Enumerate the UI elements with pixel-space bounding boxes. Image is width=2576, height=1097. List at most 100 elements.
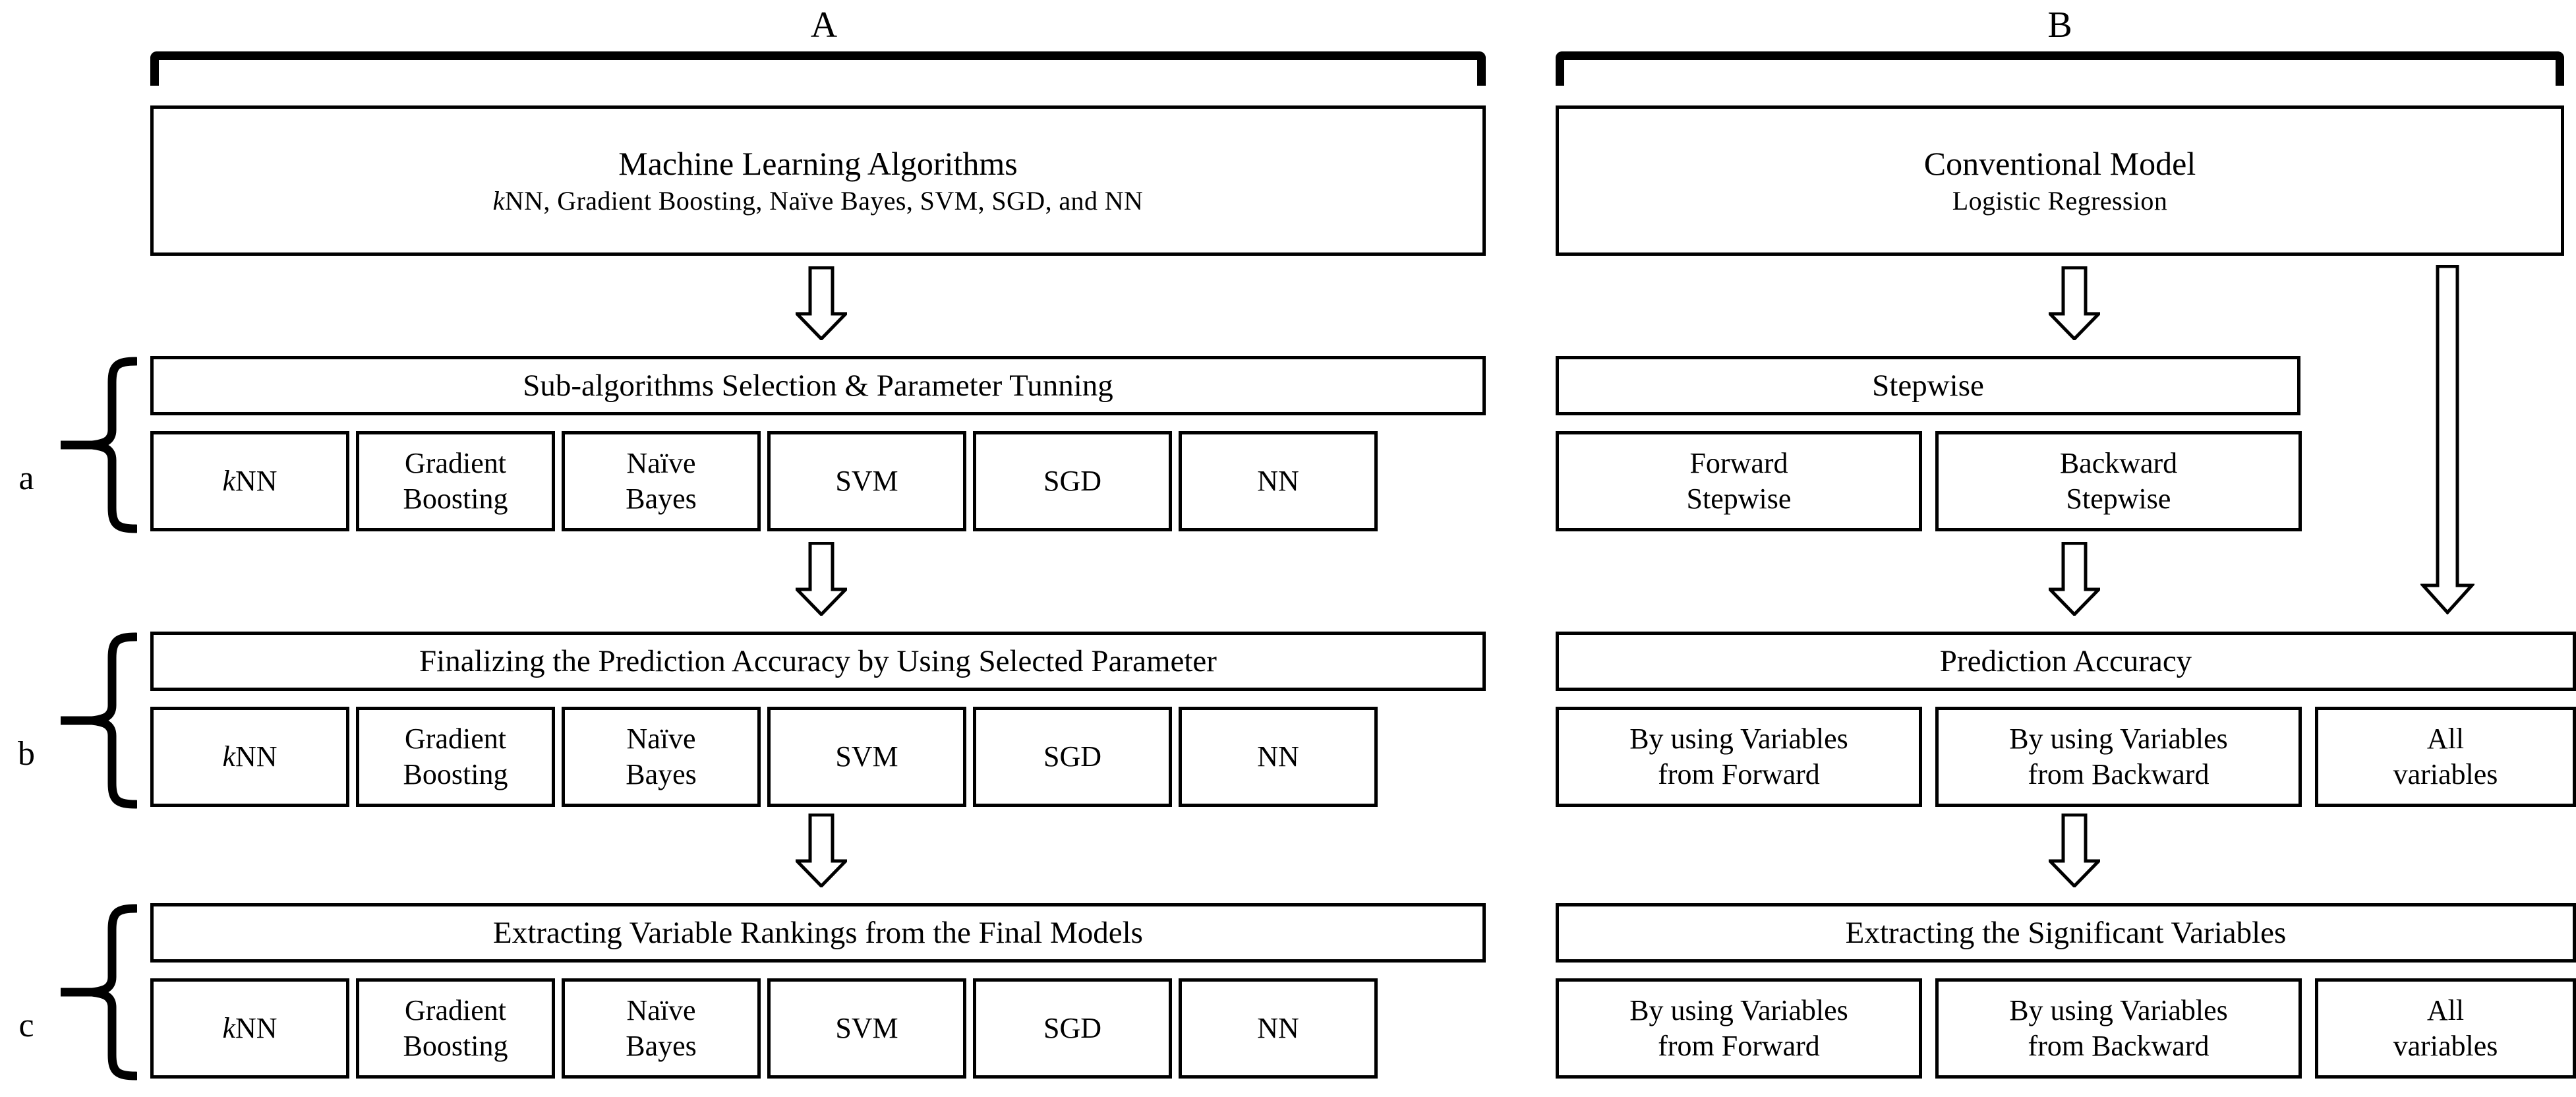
cell-label: SGD	[1043, 465, 1102, 497]
cell-line-2: from Forward	[1658, 758, 1820, 790]
cell-line-2: from Backward	[2028, 1030, 2210, 1062]
cell-label: SVM	[835, 465, 898, 497]
panel-a-stage-a-cell-svm: SVM	[767, 431, 966, 531]
panel-a-stage-b-cell-sgd: SGD	[973, 707, 1172, 807]
cell-line-1: By using Variables	[1629, 723, 1848, 755]
cell-label: SGD	[1043, 1012, 1102, 1044]
panel-a-subtitle-rest: NN, Gradient Boosting, Naïve Bayes, SVM,…	[504, 186, 1144, 216]
cell-line-1: Gradient	[405, 723, 506, 755]
panel-a-stage-c-cell-naive-bayes: Naïve Bayes	[562, 978, 761, 1079]
cell-line-1: All	[2426, 994, 2465, 1026]
arrow-a-stage-b-to-stage-c	[796, 814, 847, 887]
cell-label: SGD	[1043, 740, 1102, 773]
panel-a-stage-c-cell-nn: NN	[1179, 978, 1378, 1079]
panel-b-stage-c-cell-from-forward: By using Variables from Forward	[1556, 978, 1922, 1079]
panel-b-title: Conventional Model	[1923, 145, 2196, 182]
cell-line-2: Boosting	[403, 758, 508, 790]
panel-b-stage-c-header-text: Extracting the Significant Variables	[1845, 916, 2287, 950]
panel-b-top-box: Conventional Model Logistic Regression	[1556, 105, 2564, 256]
cell-label: kNN	[222, 1011, 277, 1046]
arrow-b-top-to-stage-a	[2049, 266, 2100, 340]
panel-b-stage-a-header-text: Stepwise	[1872, 369, 1984, 403]
cell-line-1: Gradient	[405, 447, 506, 479]
panel-b-stage-b-cell-from-backward: By using Variables from Backward	[1935, 707, 2302, 807]
arrow-b-bypass-all-variables	[2420, 265, 2474, 614]
panel-b-stage-b-header: Prediction Accuracy	[1556, 632, 2576, 691]
panel-b-stage-a-header: Stepwise	[1556, 356, 2300, 415]
cell-line-1: By using Variables	[1629, 994, 1848, 1026]
cell-line-2: Bayes	[626, 483, 697, 515]
cell-label: kNN	[222, 463, 277, 499]
panel-a-stage-b-cell-gradient-boosting: Gradient Boosting	[356, 707, 555, 807]
panel-b-stage-a-cell-forward-stepwise: Forward Stepwise	[1556, 431, 1922, 531]
panel-a-stage-b-cell-naive-bayes: Naïve Bayes	[562, 707, 761, 807]
arrow-a-stage-a-to-stage-b	[796, 542, 847, 616]
panel-a-stage-c-cell-sgd: SGD	[973, 978, 1172, 1079]
cell-line-1: By using Variables	[2009, 723, 2228, 755]
cell-label: NN	[1257, 1012, 1299, 1044]
italic-k: k	[222, 740, 235, 773]
row-label-b: b	[18, 735, 35, 773]
group-bracket-a	[150, 51, 1486, 86]
cell-label: kNN	[222, 739, 277, 775]
cell-line-2: Stepwise	[2066, 483, 2171, 515]
panel-a-stage-b-header-text: Finalizing the Prediction Accuracy by Us…	[419, 644, 1217, 678]
panel-b-stage-b-cell-from-forward: By using Variables from Forward	[1556, 707, 1922, 807]
cell-line-1: Naïve	[626, 447, 696, 479]
cell-line-1: All	[2426, 723, 2465, 755]
cell-rest: NN	[235, 740, 278, 773]
cell-label: SVM	[835, 740, 898, 773]
row-label-c: c	[18, 1007, 34, 1044]
cell-line-2: Bayes	[626, 1030, 697, 1062]
panel-a-stage-a-cell-gradient-boosting: Gradient Boosting	[356, 431, 555, 531]
panel-a-stage-a-header-text: Sub-algorithms Selection & Parameter Tun…	[523, 369, 1113, 403]
italic-k: k	[222, 465, 235, 497]
row-brace-b	[51, 632, 137, 810]
cell-line-2: from Backward	[2028, 758, 2210, 790]
panel-b-stage-c-cell-all-variables: All variables	[2315, 978, 2576, 1079]
cell-label: SVM	[835, 1012, 898, 1044]
panel-a-stage-b-cell-svm: SVM	[767, 707, 966, 807]
panel-a-stage-b-header: Finalizing the Prediction Accuracy by Us…	[150, 632, 1486, 691]
cell-line-1: Forward	[1689, 447, 1788, 479]
knn-italic-k: k	[492, 186, 505, 216]
cell-line-2: Stepwise	[1686, 483, 1792, 515]
panel-b-subtitle: Logistic Regression	[1952, 186, 2168, 216]
row-brace-a	[51, 356, 137, 534]
row-label-a: a	[18, 460, 34, 497]
panel-a-stage-b-cell-nn: NN	[1179, 707, 1378, 807]
panel-a-subtitle: kNN, Gradient Boosting, Naïve Bayes, SVM…	[493, 184, 1144, 218]
panel-a-top-box: Machine Learning Algorithms kNN, Gradien…	[150, 105, 1486, 256]
panel-a-stage-c-header-text: Extracting Variable Rankings from the Fi…	[493, 916, 1143, 950]
panel-a-stage-c-cell-knn: kNN	[150, 978, 349, 1079]
group-label-a: A	[810, 5, 838, 45]
cell-line-2: from Forward	[1658, 1030, 1820, 1062]
arrow-b-stage-a-to-stage-b	[2049, 542, 2100, 616]
group-label-b: B	[2047, 5, 2072, 45]
panel-a-stage-a-cell-knn: kNN	[150, 431, 349, 531]
cell-label: NN	[1257, 740, 1299, 773]
panel-b-stage-c-header: Extracting the Significant Variables	[1556, 903, 2576, 963]
panel-a-stage-a-cell-naive-bayes: Naïve Bayes	[562, 431, 761, 531]
cell-rest: NN	[235, 465, 278, 497]
cell-line-2: Boosting	[403, 1030, 508, 1062]
cell-line-2: Boosting	[403, 483, 508, 515]
panel-b-stage-b-cell-all-variables: All variables	[2315, 707, 2576, 807]
panel-a-stage-c-header: Extracting Variable Rankings from the Fi…	[150, 903, 1486, 963]
panel-a-stage-a-cell-sgd: SGD	[973, 431, 1172, 531]
panel-a-title: Machine Learning Algorithms	[618, 145, 1018, 182]
cell-line-1: Naïve	[626, 723, 696, 755]
cell-line-2: Bayes	[626, 758, 697, 790]
arrow-a-top-to-stage-a	[796, 266, 847, 340]
cell-line-1: Backward	[2059, 447, 2178, 479]
panel-a-stage-b-cell-knn: kNN	[150, 707, 349, 807]
arrow-b-stage-b-to-stage-c	[2049, 814, 2100, 887]
panel-a-stage-a-cell-nn: NN	[1179, 431, 1378, 531]
panel-b-stage-a-cell-backward-stepwise: Backward Stepwise	[1935, 431, 2302, 531]
panel-a-stage-a-header: Sub-algorithms Selection & Parameter Tun…	[150, 356, 1486, 415]
cell-line-2: variables	[2393, 1030, 2498, 1062]
italic-k: k	[222, 1012, 235, 1044]
cell-line-1: Gradient	[405, 994, 506, 1026]
cell-line-2: variables	[2393, 758, 2498, 790]
cell-rest: NN	[235, 1012, 278, 1044]
